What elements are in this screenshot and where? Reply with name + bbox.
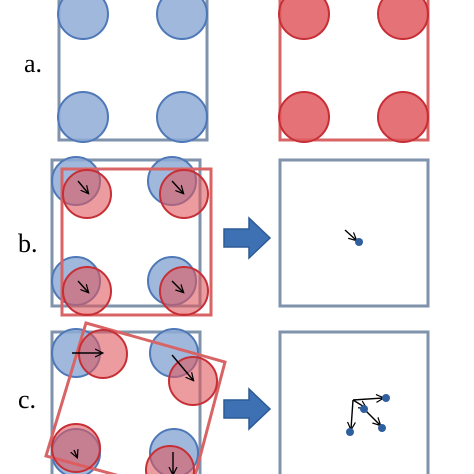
blue-circle bbox=[57, 91, 109, 143]
row-label-b: b. bbox=[18, 229, 38, 258]
blue-circle bbox=[156, 91, 208, 143]
vector-arrow-icon bbox=[352, 398, 383, 400]
blue-point-set-a bbox=[57, 0, 209, 143]
red-circle bbox=[278, 0, 330, 40]
row-c: c. bbox=[18, 321, 430, 474]
vector-arrow-icon bbox=[77, 180, 88, 193]
red-circle bbox=[62, 169, 112, 219]
overlay-c bbox=[44, 321, 227, 474]
vector-arrow-icon bbox=[171, 280, 183, 292]
vector-arrow-icon bbox=[365, 410, 380, 425]
red-circle bbox=[159, 169, 209, 219]
result-panel-c bbox=[278, 330, 430, 474]
point-dot bbox=[355, 238, 363, 246]
overlay-b bbox=[50, 156, 213, 317]
point-dot bbox=[360, 405, 368, 413]
vector-arrow-icon bbox=[74, 450, 77, 457]
result-frame-b bbox=[278, 158, 430, 308]
block-arrow-right-icon bbox=[223, 387, 272, 431]
vector-arrow-icon bbox=[171, 180, 183, 193]
point-dot bbox=[346, 428, 354, 436]
row-a: a. bbox=[24, 0, 430, 143]
vector-arrow-icon bbox=[344, 229, 356, 240]
blue-frame-a bbox=[57, 0, 209, 142]
blue-circle bbox=[156, 0, 208, 40]
vector-arrow-icon bbox=[171, 354, 193, 380]
red-circle bbox=[78, 329, 128, 379]
red-circle bbox=[145, 445, 195, 474]
row-b: b. bbox=[18, 156, 430, 317]
block-arrow-right-icon bbox=[223, 216, 272, 260]
red-circle bbox=[377, 91, 429, 143]
vector-arrow-icon bbox=[77, 280, 88, 292]
red-frame-c-rotated bbox=[44, 321, 227, 474]
result-frame-c bbox=[278, 330, 430, 474]
row-label-a: a. bbox=[24, 49, 42, 78]
red-circle bbox=[51, 423, 101, 473]
point-dot bbox=[378, 424, 386, 432]
red-circle bbox=[278, 91, 330, 143]
red-frame-b bbox=[60, 167, 213, 317]
red-circle bbox=[168, 356, 218, 406]
red-circle bbox=[159, 266, 209, 316]
vector-arrow-icon bbox=[351, 399, 353, 429]
result-panel-b bbox=[278, 158, 430, 308]
red-circle bbox=[377, 0, 429, 40]
red-point-set-a bbox=[278, 0, 430, 143]
red-frame-a bbox=[278, 0, 430, 142]
blue-frame-b bbox=[50, 158, 202, 308]
blue-circle bbox=[57, 0, 109, 40]
row-label-c: c. bbox=[18, 385, 36, 414]
point-dot bbox=[382, 394, 390, 402]
